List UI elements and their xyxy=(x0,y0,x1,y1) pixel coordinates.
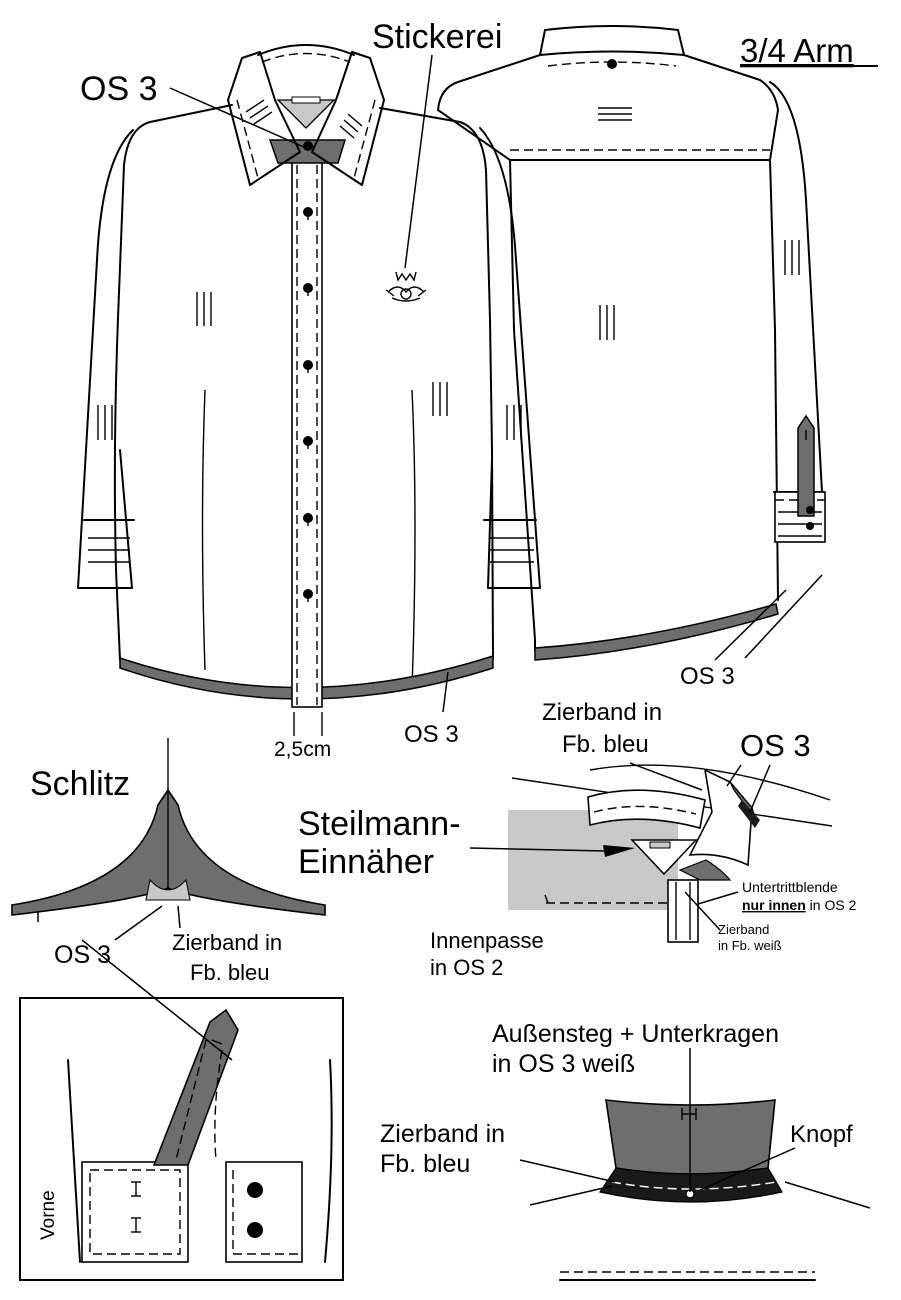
label-zierband-stand-1: Zierband in xyxy=(380,1120,505,1148)
label-placket-width: 2,5cm xyxy=(274,738,331,761)
collar-inside-detail xyxy=(469,764,833,943)
label-aussensteg-1: Außensteg + Unterkragen xyxy=(492,1020,779,1048)
label-title-sleeve: 3/4 Arm xyxy=(740,32,854,69)
label-steilmann-2: Einnäher xyxy=(298,843,434,881)
label-os3-collar-detail: OS 3 xyxy=(740,728,811,763)
label-innenpasse-1: Innenpasse xyxy=(430,928,544,953)
label-os3-hem-back: OS 3 xyxy=(680,663,735,690)
label-stickerei: Stickerei xyxy=(372,18,502,56)
label-innenpasse-2: in OS 2 xyxy=(430,955,503,980)
label-os3-hem-front: OS 3 xyxy=(404,721,459,748)
front-collar-stand xyxy=(268,139,347,164)
label-os3-collar-front: OS 3 xyxy=(80,70,157,108)
back-view-shirt xyxy=(437,25,826,661)
label-zierband-weiss-1: Zierband xyxy=(718,922,769,937)
label-untertritt-2: nur innen in OS 2 xyxy=(742,897,857,913)
label-vorne: Vorne xyxy=(38,1190,59,1240)
label-os3-schlitz: OS 3 xyxy=(54,941,111,969)
label-knopf: Knopf xyxy=(790,1121,853,1148)
pointer-lines xyxy=(37,54,871,1209)
label-steilmann-1: Steilmann- xyxy=(298,805,461,843)
front-view-shirt xyxy=(77,44,541,736)
schlitz-detail xyxy=(11,738,326,916)
back-hem-band xyxy=(534,603,779,661)
label-untertritt-rest: in OS 2 xyxy=(806,897,857,913)
label-zierband-schlitz-2: Fb. bleu xyxy=(190,960,270,985)
label-zierband-stand-2: Fb. bleu xyxy=(380,1150,470,1178)
label-untertritt-em: nur innen xyxy=(742,897,806,913)
label-zierband-collar-1: Zierband in xyxy=(542,699,662,726)
front-hem-band xyxy=(119,654,494,700)
embroidery-icon xyxy=(385,271,427,302)
label-aussensteg-2: in OS 3 weiß xyxy=(492,1050,635,1078)
label-schlitz: Schlitz xyxy=(30,765,130,803)
collar-stand-detail xyxy=(559,1099,816,1281)
label-zierband-collar-2: Fb. bleu xyxy=(562,731,649,758)
label-zierband-weiss-2: in Fb. weiß xyxy=(718,938,782,953)
label-zierband-schlitz-1: Zierband in xyxy=(172,930,282,955)
sleeve-placket-box xyxy=(19,997,344,1281)
label-untertritt-1: Untertrittblende xyxy=(742,879,838,895)
